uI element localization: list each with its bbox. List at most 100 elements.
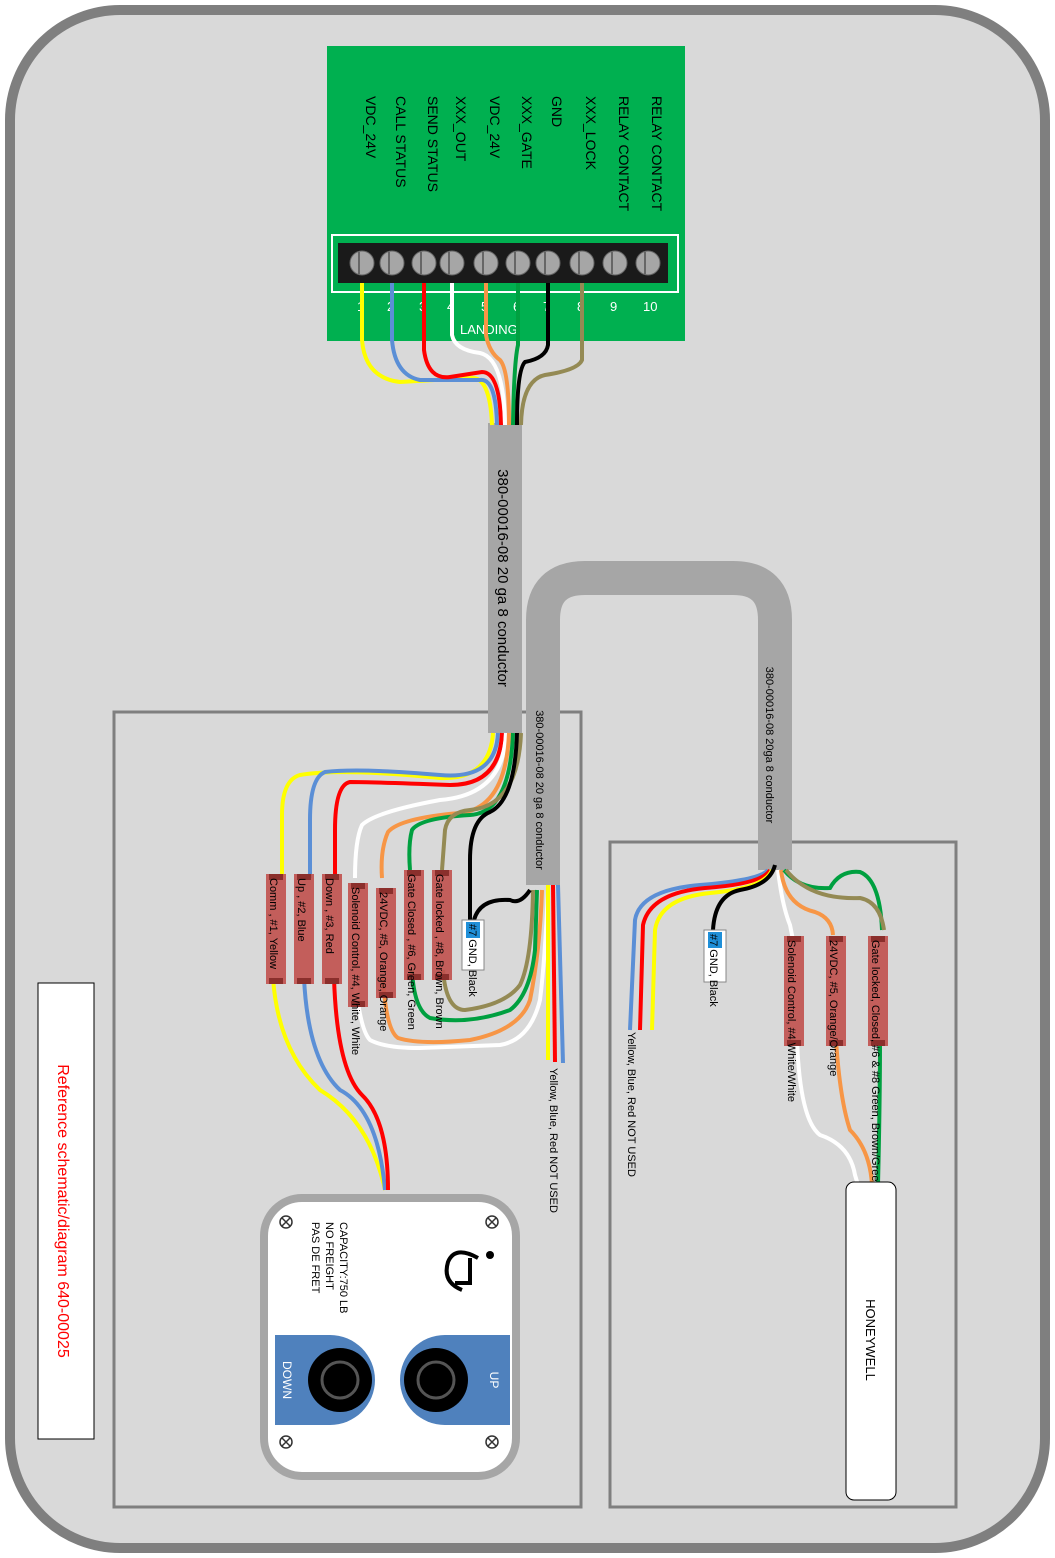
wire-orange-top	[484, 283, 511, 426]
wire-black-top	[515, 283, 550, 426]
terminal-screws	[349, 250, 661, 276]
gnd-label-right: #7 GND, Black	[707, 934, 719, 1007]
wire-black-right	[711, 864, 777, 931]
terminal-number: 10	[643, 299, 657, 314]
terminal-screw-icon	[569, 250, 595, 276]
terminal-label: GND	[549, 96, 565, 127]
terminal-label: RELAY CONTACT	[649, 96, 665, 212]
terminal-wires	[360, 283, 584, 426]
wire-connector: Solenoid Control, #4 White/White	[784, 936, 804, 1102]
connector-label: Up , #2, Blue	[295, 878, 307, 942]
wire-brown-right	[784, 868, 886, 931]
wire-green-left	[407, 732, 539, 1023]
wire-yellow-top	[360, 283, 494, 426]
gnd-label-left: #7 GND, Black	[466, 924, 478, 997]
reference-text: Reference schematic/diagram 640-00025	[54, 1064, 71, 1358]
terminal-strip-outline	[331, 234, 679, 293]
wire-red-right	[638, 868, 772, 1031]
wire-connector: Up , #2, Blue	[294, 874, 314, 984]
main-cable	[488, 423, 522, 733]
not-used-right: Yellow, Blue, Red NOT USED	[625, 1032, 637, 1177]
terminal-label: RELAY CONTACT	[616, 96, 632, 212]
wire-red-left	[332, 732, 504, 1191]
not-used-left: Yellow, Blue, Red NOT USED	[547, 1068, 559, 1213]
wire-white-right	[776, 869, 860, 1186]
terminal-screw-icon	[505, 250, 531, 276]
wire-orange-right	[779, 869, 874, 1186]
reference-box	[37, 982, 95, 1440]
terminal-screw-icon	[411, 250, 437, 276]
gnd-connector-right-tip	[708, 932, 722, 948]
wire-connector: Gate locked , #8, Brown, Brown	[432, 870, 452, 1029]
connector-label: Gate locked , #8, Brown, Brown	[433, 874, 445, 1029]
left-box	[112, 710, 583, 1509]
terminal-number: 9	[610, 299, 617, 314]
wire-connector: 24VDC, #5, Orange, Orange	[376, 888, 396, 1031]
panel-screws	[279, 1215, 499, 1449]
terminal-label: CALL STATUS	[393, 96, 409, 188]
wire-connector: 24VDC, #5, Orange/Orange	[826, 936, 846, 1076]
terminal-label: SEND STATUS	[425, 96, 441, 192]
connector-label: Solenoid Control, #4, White, White	[349, 887, 361, 1055]
terminal-screw-icon	[349, 250, 375, 276]
terminal-labels: VDC_24V CALL STATUS SEND STATUS XXX_OUT VDC_…	[363, 96, 665, 212]
right-box-cable-label: 380-00016-08 20ga 8 conductor	[763, 667, 775, 824]
down-button[interactable]: DOWN	[275, 1335, 375, 1425]
gnd-connector-left-tip	[466, 922, 480, 938]
left-box-connectors: Comm , #1, Yellow Up , #2, Blue Down , #3,…	[266, 870, 452, 1055]
up-button[interactable]: UP	[400, 1335, 510, 1425]
wire-blue-top	[390, 283, 499, 426]
capacity-line-2: NO FREIGHT	[323, 1222, 335, 1290]
wire-blue-left	[302, 732, 500, 1191]
left-box-wires	[271, 732, 565, 1191]
wire-connector: Down , #3, Red	[322, 874, 342, 984]
wire-connector: Solenoid Control, #4, White, White	[348, 883, 368, 1055]
connector-label: Solenoid Control, #4 White/White	[785, 940, 797, 1102]
wire-black-left	[468, 732, 532, 921]
wire-red-top	[422, 283, 503, 426]
landing-label: LANDING	[460, 322, 518, 337]
wire-orange-left	[379, 732, 544, 1045]
honeywell-box	[845, 1181, 897, 1501]
wire-connector: Gate Closed , #6, Green, Green	[404, 870, 424, 1030]
terminal-label: VDC_24V	[363, 96, 379, 159]
honeywell-label: HONEYWELL	[863, 1299, 878, 1381]
wire-brown-top	[519, 283, 584, 426]
u-cable	[526, 561, 792, 885]
capacity-line-3: PAS DE FRET	[309, 1222, 321, 1294]
wire-white-left	[353, 732, 550, 1051]
terminal-screw-icon	[535, 250, 561, 276]
connector-label: Comm , #1, Yellow	[267, 878, 279, 969]
terminal-label: XXX_GATE	[519, 96, 535, 169]
terminal-screw-icon	[602, 250, 628, 276]
wire-connector: Comm , #1, Yellow	[266, 874, 286, 984]
wire-connector: Gate locked, Closed, #6 & #8 Green, Brow…	[868, 936, 888, 1188]
accessibility-icon	[444, 1250, 494, 1292]
terminal-screw-icon	[635, 250, 661, 276]
connector-label: Down , #3, Red	[323, 878, 335, 954]
left-box-cable-label: 380-00016-08 20 ga 8 conductor	[533, 710, 545, 870]
connector-label: Gate Closed , #6, Green, Green	[405, 874, 417, 1030]
down-button-label: DOWN	[280, 1361, 294, 1399]
connector-label: 24VDC, #5, Orange, Orange	[377, 892, 389, 1031]
wire-white-top	[450, 283, 507, 426]
terminal-screw-icon	[379, 250, 405, 276]
capacity-line-1: CAPACITY:750 LB	[337, 1222, 349, 1314]
terminal-screw-icon	[473, 250, 499, 276]
terminal-label: VDC_24V	[487, 96, 503, 159]
terminal-label: XXX_OUT	[453, 96, 469, 162]
wire-blue-nu-left	[556, 884, 565, 1064]
main-cable-label: 380-00016-08 20 ga 8 conductor	[494, 469, 511, 687]
wire-brown-left	[440, 732, 535, 1013]
terminal-screw-icon	[439, 250, 465, 276]
wire-green-top	[511, 283, 520, 426]
right-box-connectors: Solenoid Control, #4 White/White 24VDC, #…	[784, 936, 888, 1188]
wire-red-nu-left	[551, 884, 557, 1063]
up-button-label: UP	[487, 1372, 501, 1389]
connector-label: Gate locked, Closed, #6 & #8 Green, Brow…	[869, 940, 881, 1188]
terminal-label: XXX_LOCK	[583, 96, 599, 171]
right-box-wires	[628, 864, 886, 1186]
connector-label: 24VDC, #5, Orange/Orange	[827, 940, 839, 1076]
wire-blue-right	[628, 868, 770, 1031]
